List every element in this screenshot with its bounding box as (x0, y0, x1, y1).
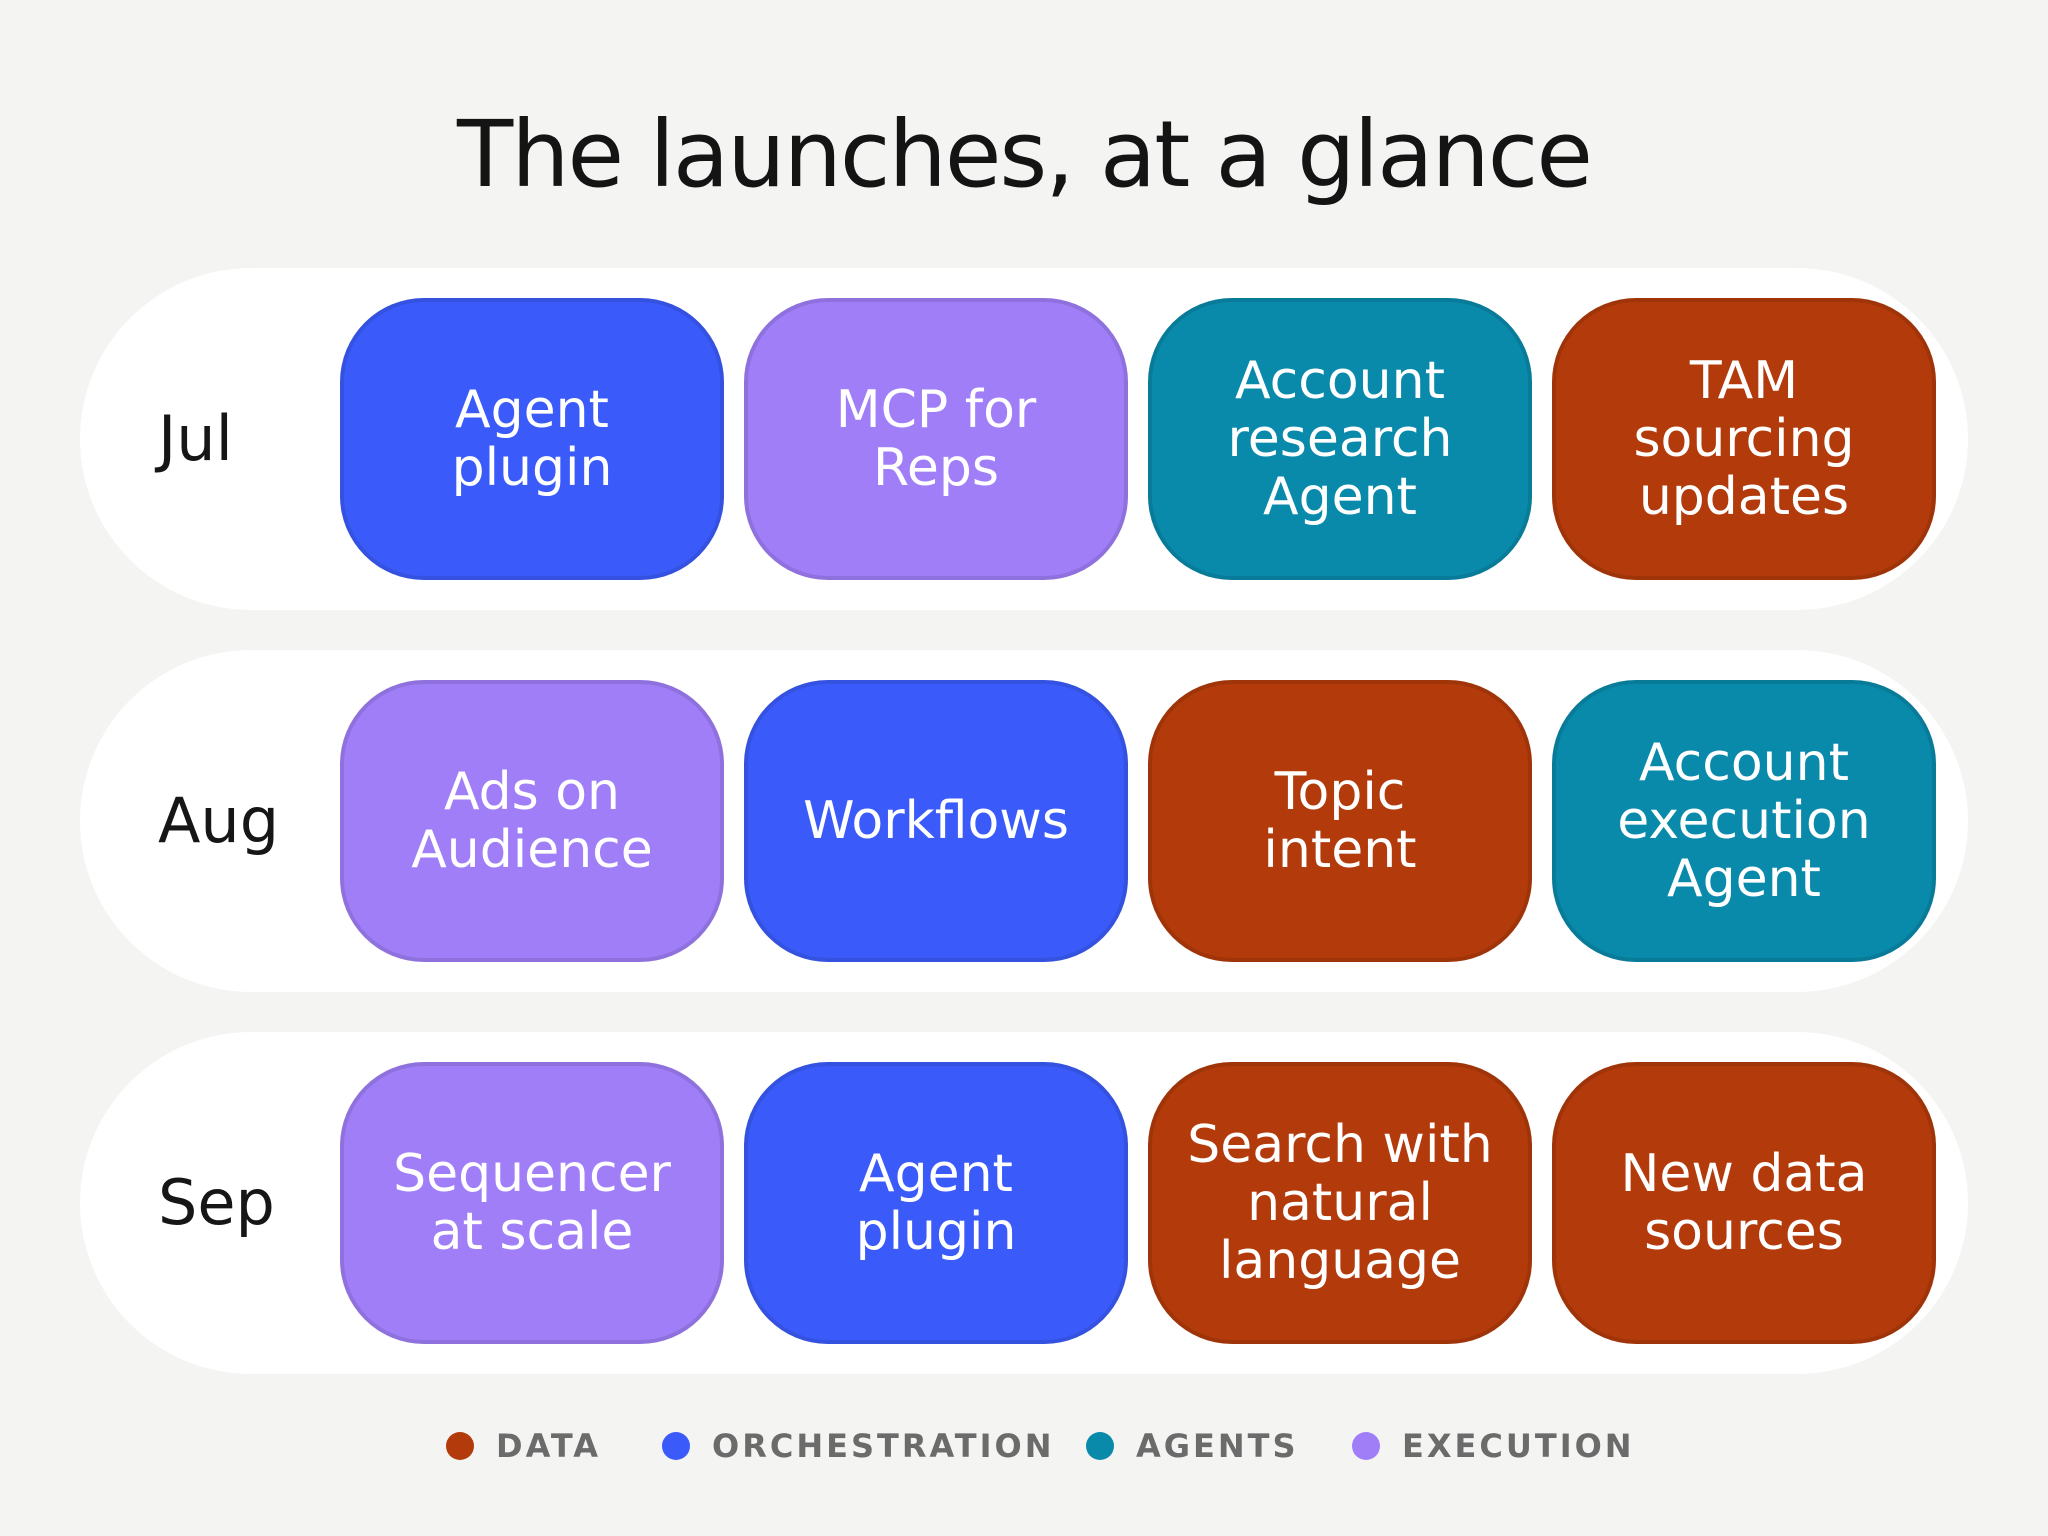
month-label: Aug (158, 784, 280, 857)
launch-card-label: Workflows (803, 791, 1069, 851)
legend-label: AGENTS (1136, 1427, 1299, 1465)
launch-card-label: TAM sourcing updates (1633, 351, 1855, 527)
legend-item-agents: AGENTS (1086, 1426, 1299, 1466)
launch-card: Topic intent (1148, 680, 1532, 962)
legend-dot-icon (1086, 1432, 1114, 1460)
row-jul: Jul Agent plugin MCP for Reps Account re… (80, 268, 1968, 610)
legend-item-execution: EXECUTION (1352, 1426, 1635, 1466)
launch-card-label: Search with natural language (1187, 1115, 1493, 1291)
legend-item-orchestration: ORCHESTRATION (662, 1426, 1054, 1466)
launch-card-label: Account execution Agent (1617, 733, 1871, 909)
month-label: Sep (158, 1166, 275, 1239)
launch-card: Agent plugin (340, 298, 724, 580)
launch-card-label: New data sources (1620, 1144, 1868, 1262)
legend: DATA ORCHESTRATION AGENTS EXECUTION (0, 1426, 2048, 1466)
launch-card-label: Topic intent (1263, 762, 1417, 880)
row-aug: Aug Ads on Audience Workflows Topic inte… (80, 650, 1968, 992)
month-label: Jul (158, 402, 233, 475)
launch-card-label: Agent plugin (451, 380, 613, 498)
row-sep: Sep Sequencer at scale Agent plugin Sear… (80, 1032, 1968, 1374)
launch-card: Account execution Agent (1552, 680, 1936, 962)
launch-card: Workflows (744, 680, 1128, 962)
launch-card-label: Ads on Audience (411, 762, 653, 880)
legend-item-data: DATA (446, 1426, 601, 1466)
launch-card-label: Account research Agent (1227, 351, 1453, 527)
legend-dot-icon (446, 1432, 474, 1460)
launch-card: MCP for Reps (744, 298, 1128, 580)
launch-card: Account research Agent (1148, 298, 1532, 580)
launch-card: Ads on Audience (340, 680, 724, 962)
legend-dot-icon (662, 1432, 690, 1460)
launch-card: TAM sourcing updates (1552, 298, 1936, 580)
launch-card: Agent plugin (744, 1062, 1128, 1344)
legend-label: ORCHESTRATION (712, 1427, 1055, 1465)
launch-card: New data sources (1552, 1062, 1936, 1344)
legend-label: DATA (496, 1427, 601, 1465)
launch-card-label: MCP for Reps (835, 380, 1037, 498)
legend-label: EXECUTION (1402, 1427, 1635, 1465)
page-title: The launches, at a glance (457, 101, 1593, 208)
launch-card: Search with natural language (1148, 1062, 1532, 1344)
launch-card-label: Sequencer at scale (393, 1144, 671, 1262)
launch-card: Sequencer at scale (340, 1062, 724, 1344)
launch-card-label: Agent plugin (855, 1144, 1017, 1262)
legend-dot-icon (1352, 1432, 1380, 1460)
